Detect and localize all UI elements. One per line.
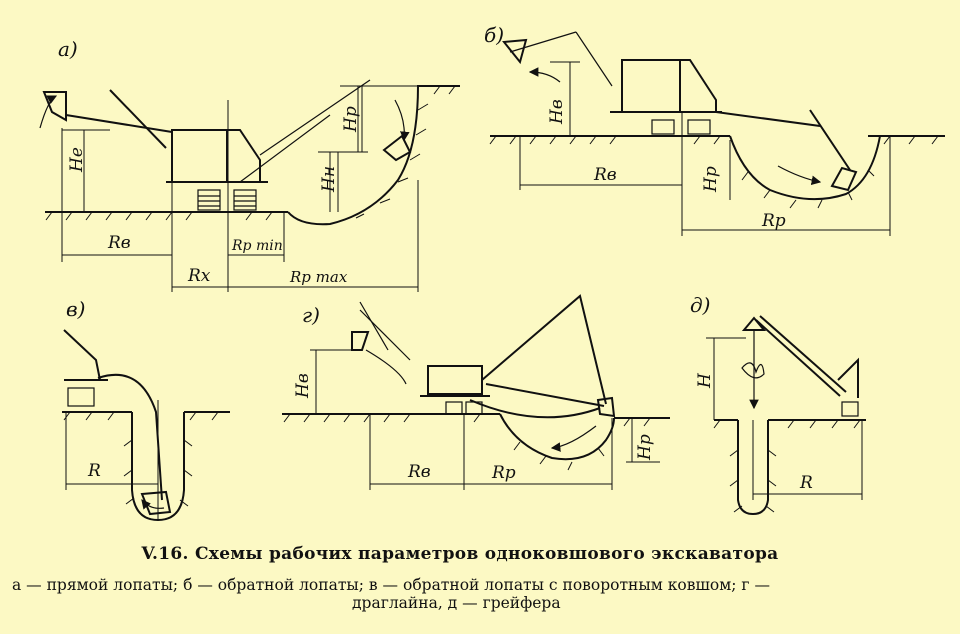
panel-v-label: в) bbox=[66, 297, 85, 321]
dim-rpmax-label: Rр max bbox=[289, 268, 348, 286]
caption-line-1: а — прямой лопаты; б — обратной лопаты; … bbox=[12, 576, 770, 594]
dim-rv-label-b: Rв bbox=[593, 165, 617, 185]
dim-r-label-v: R bbox=[87, 461, 101, 481]
caption-line-2: драглайна, д — грейфера bbox=[352, 594, 561, 612]
caption-title: V.16. Схемы рабочих параметров одноковшо… bbox=[141, 544, 779, 564]
dim-rv-label-g: Rв bbox=[407, 462, 431, 482]
dim-h-label-d: H bbox=[695, 372, 715, 389]
dim-rpmin-label: Rр min bbox=[231, 238, 283, 254]
figure-caption: V.16. Схемы рабочих параметров одноковшо… bbox=[0, 544, 960, 612]
dim-rx-label: Rх bbox=[187, 266, 211, 286]
panel-v-rotating-bucket: в) R bbox=[62, 297, 230, 522]
excavator-schemes-drawing: а) bbox=[39, 23, 945, 522]
dim-r-label-d: R bbox=[799, 473, 813, 493]
panel-g-dragline: г) H bbox=[282, 294, 670, 490]
dim-hp-label-b: Hр bbox=[701, 166, 721, 193]
dim-hp-label-g: Hр bbox=[635, 434, 655, 461]
panel-b-label: б) bbox=[484, 23, 504, 47]
dim-hv-label-b: Hв bbox=[547, 99, 567, 125]
panel-d-label: д) bbox=[690, 293, 710, 317]
panel-b-backhoe: б) Hв Rв bbox=[484, 23, 945, 236]
dim-rv-label-a: Rв bbox=[107, 233, 131, 253]
panel-a-front-shovel: а) bbox=[39, 37, 460, 292]
panel-a-label: а) bbox=[58, 37, 78, 61]
dim-rp-label-b: Rр bbox=[761, 211, 786, 231]
dim-hp-label-a: Hр bbox=[341, 106, 361, 133]
dim-hv-label-g: Hв bbox=[293, 373, 313, 399]
panel-d-clamshell: д) H R bbox=[690, 293, 866, 516]
dim-he-label: Hе bbox=[67, 147, 87, 173]
dim-rp-label-g: Rр bbox=[491, 463, 516, 483]
dim-hn-label: Hн bbox=[319, 166, 339, 193]
panel-g-label: г) bbox=[302, 303, 320, 327]
